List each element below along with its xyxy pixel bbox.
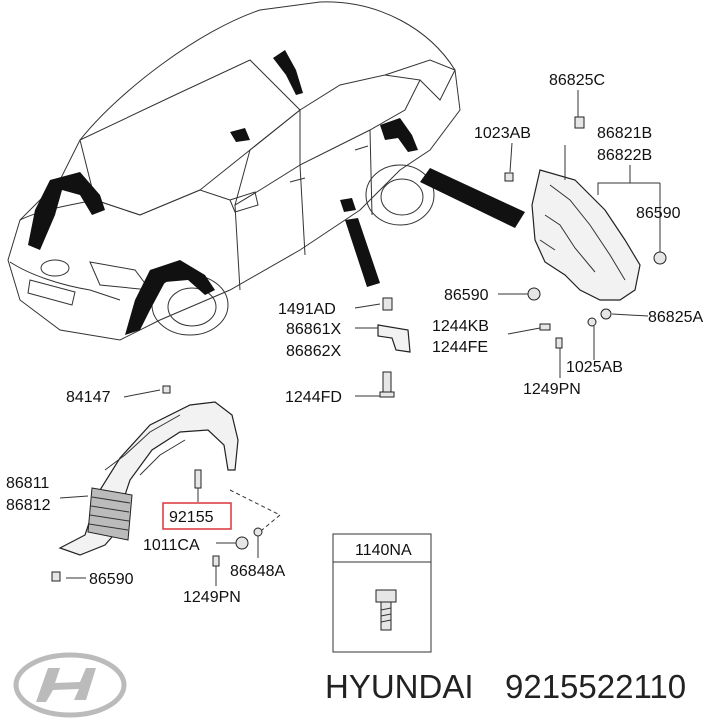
brand-name: HYUNDAI bbox=[325, 668, 474, 705]
guard-bracket bbox=[377, 297, 411, 398]
label-1025AB: 1025AB bbox=[566, 359, 623, 376]
label-86822B: 86822B bbox=[597, 147, 652, 164]
label-86811: 86811 bbox=[6, 475, 49, 492]
label-1244FE: 1244FE bbox=[432, 339, 488, 356]
label-1023AB: 1023AB bbox=[474, 125, 531, 142]
label-1244KB: 1244KB bbox=[432, 318, 489, 335]
label-86861X: 86861X bbox=[286, 321, 341, 338]
leader-lines-right bbox=[354, 90, 661, 397]
front-wheel-guard bbox=[51, 385, 263, 582]
label-86821B: 86821B bbox=[597, 125, 652, 142]
guard-vent bbox=[87, 487, 133, 541]
label-84147: 84147 bbox=[66, 389, 111, 406]
part-number: 9215522110 bbox=[505, 668, 686, 705]
car-illustration bbox=[7, 1, 525, 341]
label-1249PN-right: 1249PN bbox=[523, 381, 581, 398]
label-86590-mid: 86590 bbox=[444, 287, 489, 304]
label-1491AD: 1491AD bbox=[278, 301, 336, 318]
leader-lines-left bbox=[59, 389, 281, 586]
label-86848A: 86848A bbox=[230, 563, 285, 580]
label-86825A: 86825A bbox=[648, 309, 703, 326]
bolt-icon bbox=[375, 589, 397, 631]
hyundai-logo bbox=[13, 652, 127, 718]
label-1249PN-left: 1249PN bbox=[183, 589, 241, 606]
label-86590-left: 86590 bbox=[89, 571, 134, 588]
highlight-box bbox=[162, 502, 232, 530]
part-labels: 86825C 1023AB 86821B 86822B 86590 1491AD… bbox=[6, 72, 703, 606]
label-1140NA: 1140NA bbox=[355, 542, 412, 559]
rear-wheel-guard bbox=[504, 116, 667, 349]
bolt-box bbox=[332, 533, 432, 653]
label-86825C: 86825C bbox=[549, 72, 605, 89]
label-86812: 86812 bbox=[6, 497, 51, 514]
label-1011CA: 1011CA bbox=[143, 537, 200, 554]
label-86590-right: 86590 bbox=[636, 205, 681, 222]
label-92155: 92155 bbox=[169, 509, 214, 526]
label-1244FD: 1244FD bbox=[285, 389, 342, 406]
label-86862X: 86862X bbox=[286, 343, 341, 360]
